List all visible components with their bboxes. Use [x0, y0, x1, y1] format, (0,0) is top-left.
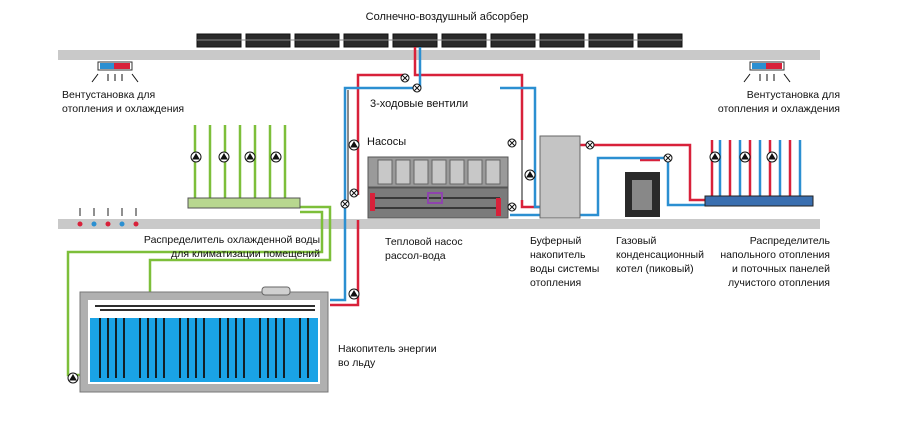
- label-pumps: Насосы: [367, 136, 406, 148]
- valve-icon: [585, 140, 595, 150]
- valve-icon: [507, 202, 517, 212]
- valve-icon: [400, 73, 410, 83]
- pump-icon: [766, 151, 778, 163]
- valve-symbols: [340, 73, 673, 212]
- valve-icon: [507, 138, 517, 148]
- pump-icon: [190, 151, 202, 163]
- pump-icon: [244, 151, 256, 163]
- floor-slab: [58, 219, 820, 229]
- label-solar-absorber: Солнечно-воздушный абсорбер: [366, 11, 529, 23]
- floor-distributor-bar: [704, 195, 814, 207]
- chilled-distributor-bar: [187, 197, 301, 209]
- roof-slab: [58, 50, 820, 60]
- pump-icon: [524, 169, 536, 181]
- label-gas-boiler: Газовый конденсационный котел (пиковый): [616, 235, 704, 275]
- hot-pipes: [330, 47, 810, 307]
- label-ice-storage: Накопитель энергии во льду: [338, 343, 437, 369]
- valve-icon: [349, 188, 359, 198]
- valve-icon: [340, 199, 350, 209]
- gas-boiler: [625, 172, 660, 217]
- pump-icon: [218, 151, 230, 163]
- buffer-tank: [539, 135, 581, 219]
- label-three-way-valves: 3-ходовые вентили: [370, 98, 468, 110]
- room-outlets: [77, 208, 139, 227]
- valve-icon: [663, 153, 673, 163]
- vent-unit-right: [743, 61, 791, 83]
- pump-icon: [739, 151, 751, 163]
- label-vent-right: Вентустановка для отопления и охлаждения: [717, 89, 840, 115]
- solar-absorber-units: [196, 33, 683, 48]
- pump-icon: [270, 151, 282, 163]
- pump-icon: [348, 288, 360, 300]
- label-floor-distributor: Распределитель напольного отопления и по…: [720, 235, 830, 289]
- label-heat-pump: Тепловой насос рассол-вода: [385, 236, 463, 262]
- heat-pump: [367, 156, 509, 219]
- label-buffer-tank: Буферный накопитель воды системы отоплен…: [530, 235, 600, 289]
- vent-unit-left: [91, 61, 139, 83]
- pump-icon: [348, 139, 360, 151]
- valve-icon: [412, 83, 422, 93]
- pump-symbols: [67, 139, 778, 384]
- ice-storage: [79, 286, 329, 393]
- pump-icon: [67, 372, 79, 384]
- label-chilled-distributor: Распределитель охлажденной воды для клим…: [143, 234, 320, 260]
- label-vent-left: Вентустановка для отопления и охлаждения: [62, 89, 185, 115]
- pump-icon: [709, 151, 721, 163]
